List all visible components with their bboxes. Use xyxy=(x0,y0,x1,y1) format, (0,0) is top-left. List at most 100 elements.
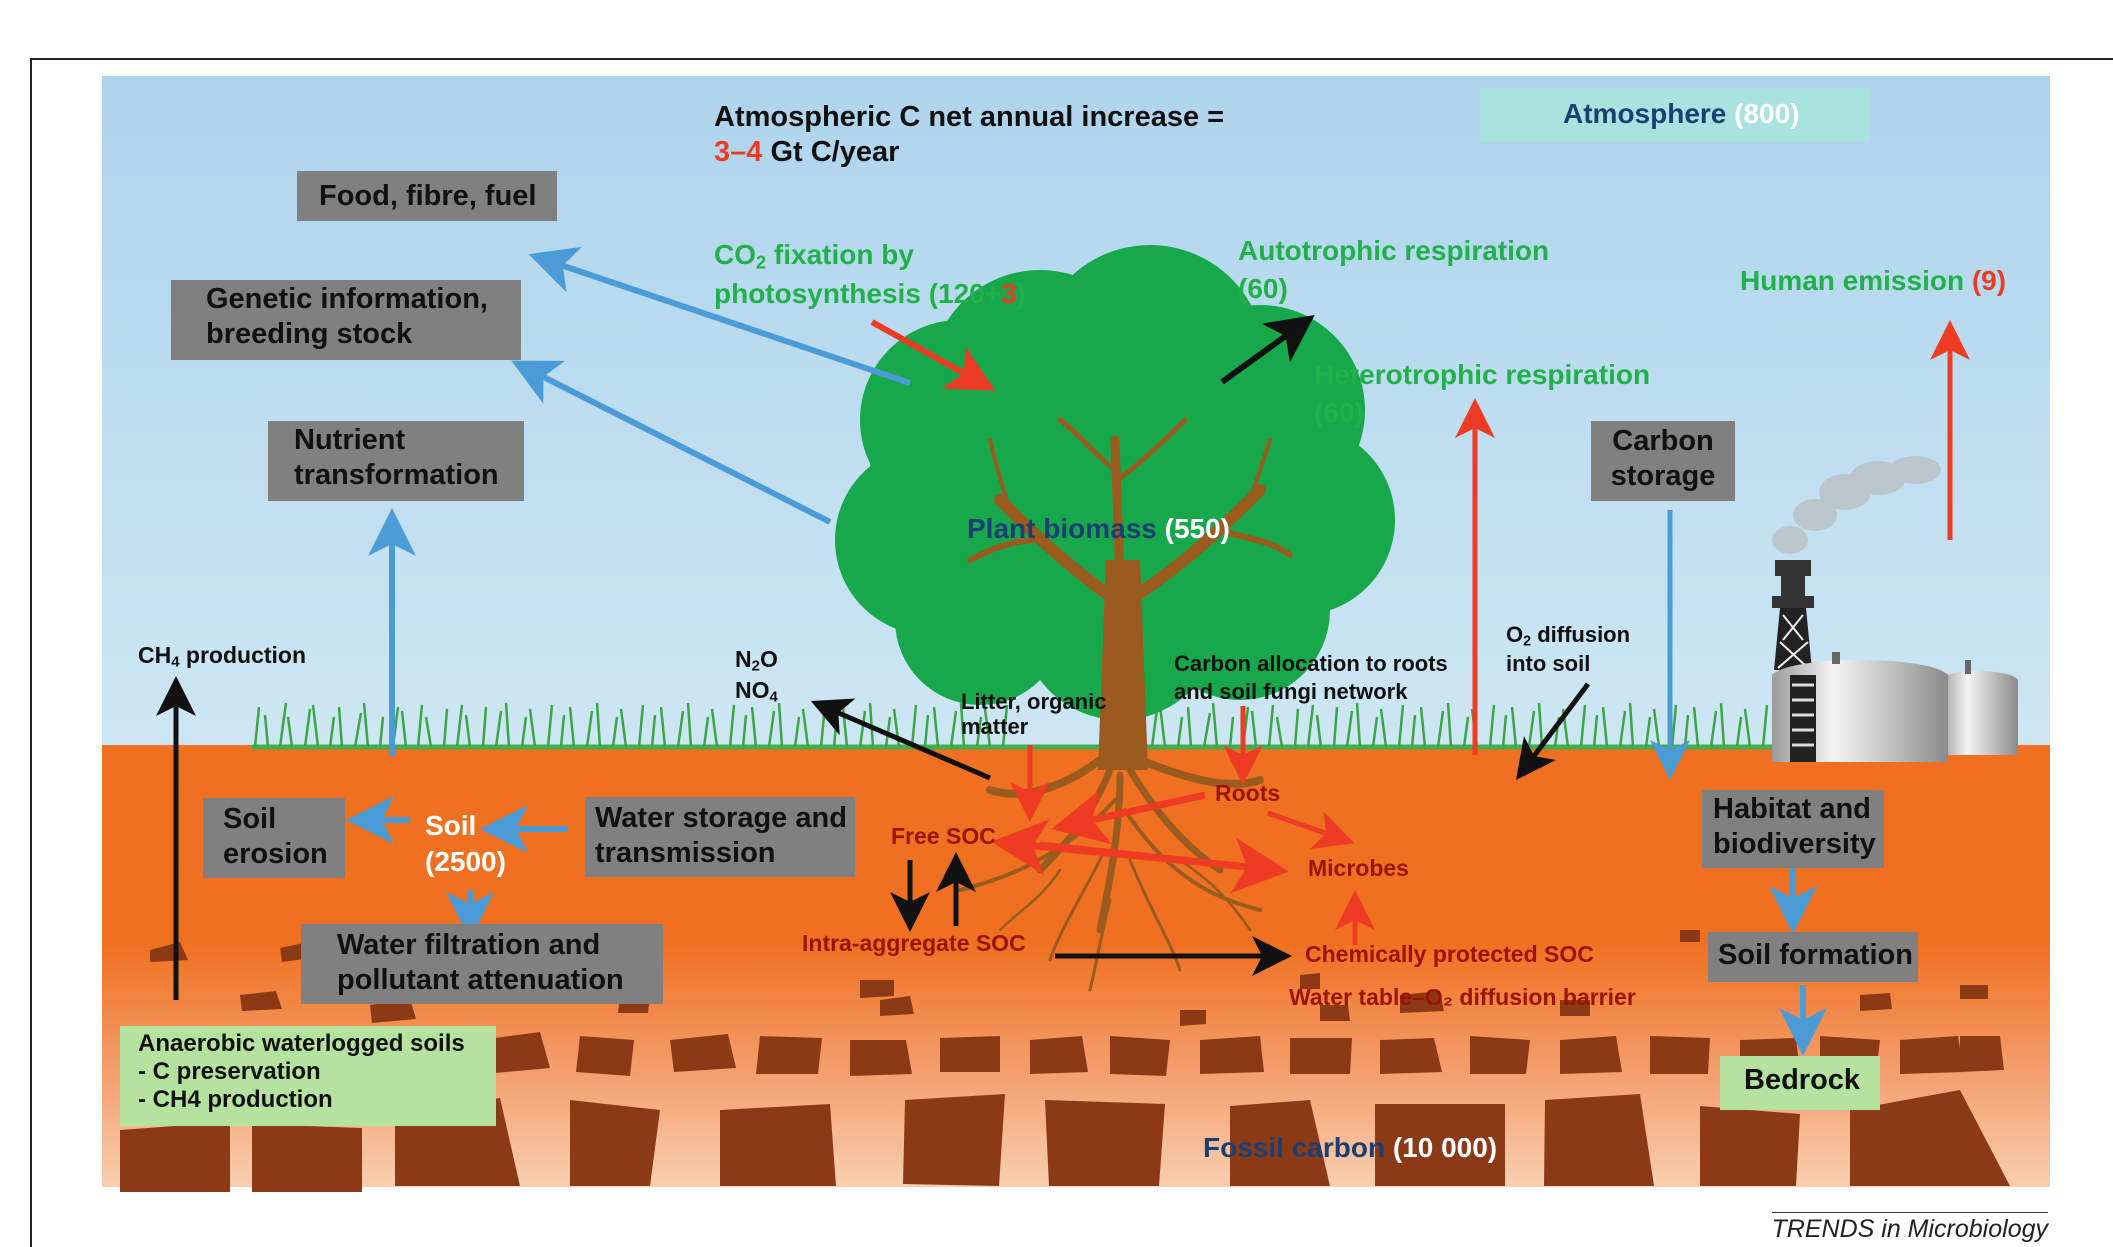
fossil-carbon-text: Fossil carbon xyxy=(1203,1132,1393,1163)
carbon-storage-line1: Carbon xyxy=(1612,425,1714,457)
photosynthesis-text: photosynthesis (120+ xyxy=(714,278,1002,310)
water-storage-line1: Water storage and xyxy=(595,802,847,834)
net-increase-value: 3–4 xyxy=(714,135,763,168)
arrow-co2-fixation xyxy=(870,319,996,391)
tree-trunk xyxy=(967,417,1293,770)
ch4-production-text: production xyxy=(179,642,307,668)
arrow-to-food xyxy=(528,246,911,386)
human-emission-label: Human emission (9) xyxy=(1740,264,2006,298)
n2o-o: O xyxy=(759,646,778,672)
habitat-biodiversity-box: Habitat and biodiversity xyxy=(1702,790,1884,868)
ch4-text: CH xyxy=(138,642,172,668)
heterotrophic-text: Heterotrophic respiration xyxy=(1314,359,1651,390)
carbon-storage-box: Carbon storage xyxy=(1591,421,1735,501)
intra-soc-text: Intra-aggregate SOC xyxy=(802,930,1026,956)
free-soc-label: Free SOC xyxy=(891,823,996,851)
photosynthesis-close: ) xyxy=(1016,278,1026,310)
arrow-microbes-to-freesoc xyxy=(991,819,1241,875)
o2-sub: 2 xyxy=(1523,633,1532,650)
o2-diffusion-text: diffusion xyxy=(1531,622,1631,647)
soil-text: Soil xyxy=(425,810,477,841)
water-table-text: Water table–O₂ diffusion barrier xyxy=(1289,984,1636,1010)
soil-label: Soil (2500) xyxy=(425,808,506,881)
fixation-text: fixation by xyxy=(766,239,914,270)
anaerobic-line3: - CH4 production xyxy=(138,1086,333,1114)
factory-icon xyxy=(1772,560,2018,762)
arrow-o2-diffusion xyxy=(1516,682,1590,780)
roots-label: Roots xyxy=(1215,780,1280,808)
arrow-roots-to-freesoc xyxy=(1051,789,1206,845)
net-increase-unit: Gt C/year xyxy=(762,135,900,168)
arrow-to-genetic xyxy=(511,360,832,525)
water-filtration-line2: pollutant attenuation xyxy=(337,963,624,996)
source-credit: TRENDS in Microbiology xyxy=(1771,1212,2048,1244)
allocation-line2: and soil fungi network xyxy=(1174,678,1408,704)
soil-erosion-box: Soil erosion xyxy=(203,798,345,878)
co2-sub: 2 xyxy=(756,252,767,273)
intra-aggregate-soc-label: Intra-aggregate SOC xyxy=(802,930,1026,958)
no4-text: NO xyxy=(735,677,770,704)
genetic-line1: Genetic information, xyxy=(206,283,488,315)
food-fibre-fuel-box: Food, fibre, fuel xyxy=(297,171,557,221)
human-emission-value: (9) xyxy=(1971,265,2007,296)
carbon-storage-line2: storage xyxy=(1610,459,1716,492)
autotrophic-text: Autotrophic respiration xyxy=(1238,235,1550,266)
litter-line2: matter xyxy=(961,713,1029,739)
water-filtration-line1: Water filtration and xyxy=(337,929,601,961)
autotrophic-label: Autotrophic respiration (60) xyxy=(1238,232,1549,308)
litter-label: Litter, organic matter xyxy=(961,689,1107,739)
soil-erosion-line1: Soil xyxy=(223,803,277,835)
anaerobic-line1: Anaerobic waterlogged soils xyxy=(138,1030,465,1057)
roots-text: Roots xyxy=(1215,780,1281,806)
soil-erosion-line2: erosion xyxy=(223,837,328,870)
anaerobic-line2: - C preservation xyxy=(138,1058,321,1086)
plant-biomass-text: Plant biomass xyxy=(967,513,1165,544)
n2o-sub: 2 xyxy=(751,657,760,675)
microbes-text: Microbes xyxy=(1308,855,1409,881)
water-table-label: Water table–O₂ diffusion barrier xyxy=(1289,984,1636,1012)
no4-sub: 4 xyxy=(769,689,778,707)
n2o-label: N2O NO4 xyxy=(735,645,778,708)
flow-arrows xyxy=(156,246,1970,1056)
litter-line1: Litter, organic xyxy=(961,689,1107,714)
bedrock-box: Bedrock xyxy=(1720,1056,1880,1110)
n2o-n: N xyxy=(735,646,752,672)
plant-biomass-label: Plant biomass (550) xyxy=(967,512,1230,546)
carbon-allocation-label: Carbon allocation to roots and soil fung… xyxy=(1174,650,1448,705)
o2-line2: into soil xyxy=(1506,651,1591,676)
chem-soc-text: Chemically protected SOC xyxy=(1305,941,1594,967)
heterotrophic-value: (60) xyxy=(1314,396,1364,428)
soil-formation-box: Soil formation xyxy=(1708,932,1918,982)
atmosphere-value: (800) xyxy=(1734,98,1800,129)
human-emission-text: Human emission xyxy=(1740,265,1972,296)
co2-fixation-label: CO2 fixation by photosynthesis (120+3) xyxy=(714,236,1026,313)
nutrient-line1: Nutrient xyxy=(294,424,406,456)
heterotrophic-label: Heterotrophic respiration (60) xyxy=(1314,356,1650,432)
soil-formation-text: Soil formation xyxy=(1718,939,1913,971)
genetic-information-box: Genetic information, breeding stock xyxy=(171,280,521,360)
anaerobic-soils-box: Anaerobic waterlogged soils - C preserva… xyxy=(120,1026,496,1126)
chemically-protected-soc-label: Chemically protected SOC xyxy=(1305,941,1594,969)
free-soc-text: Free SOC xyxy=(891,823,996,849)
arrow-to-n2o xyxy=(810,698,991,781)
o2-o: O xyxy=(1506,622,1524,647)
bedrock-text: Bedrock xyxy=(1744,1064,1861,1096)
arrow-autotrophic xyxy=(1220,314,1315,385)
figure-frame xyxy=(30,58,2113,1247)
genetic-line2: breeding stock xyxy=(206,317,413,350)
allocation-line1: Carbon allocation to roots xyxy=(1174,651,1448,676)
habitat-line2: biodiversity xyxy=(1713,827,1876,860)
photosynthesis-increment: 3 xyxy=(1001,278,1017,310)
water-storage-box: Water storage and transmission xyxy=(585,797,855,877)
soil-value: (2500) xyxy=(425,846,506,878)
co2-text: CO xyxy=(714,239,756,270)
habitat-line1: Habitat and xyxy=(1713,793,1871,825)
o2-diffusion-label: O2 diffusion into soil xyxy=(1506,622,1630,678)
atmosphere-badge xyxy=(1480,88,1870,142)
atmosphere-text: Atmosphere xyxy=(1563,98,1727,129)
net-increase-header: Atmospheric C net annual increase = 3–4 … xyxy=(714,100,1224,170)
food-fibre-fuel-text: Food, fibre, fuel xyxy=(319,180,537,212)
autotrophic-value: (60) xyxy=(1238,272,1288,304)
plant-biomass-value: (550) xyxy=(1164,513,1230,544)
water-storage-line2: transmission xyxy=(595,836,776,869)
